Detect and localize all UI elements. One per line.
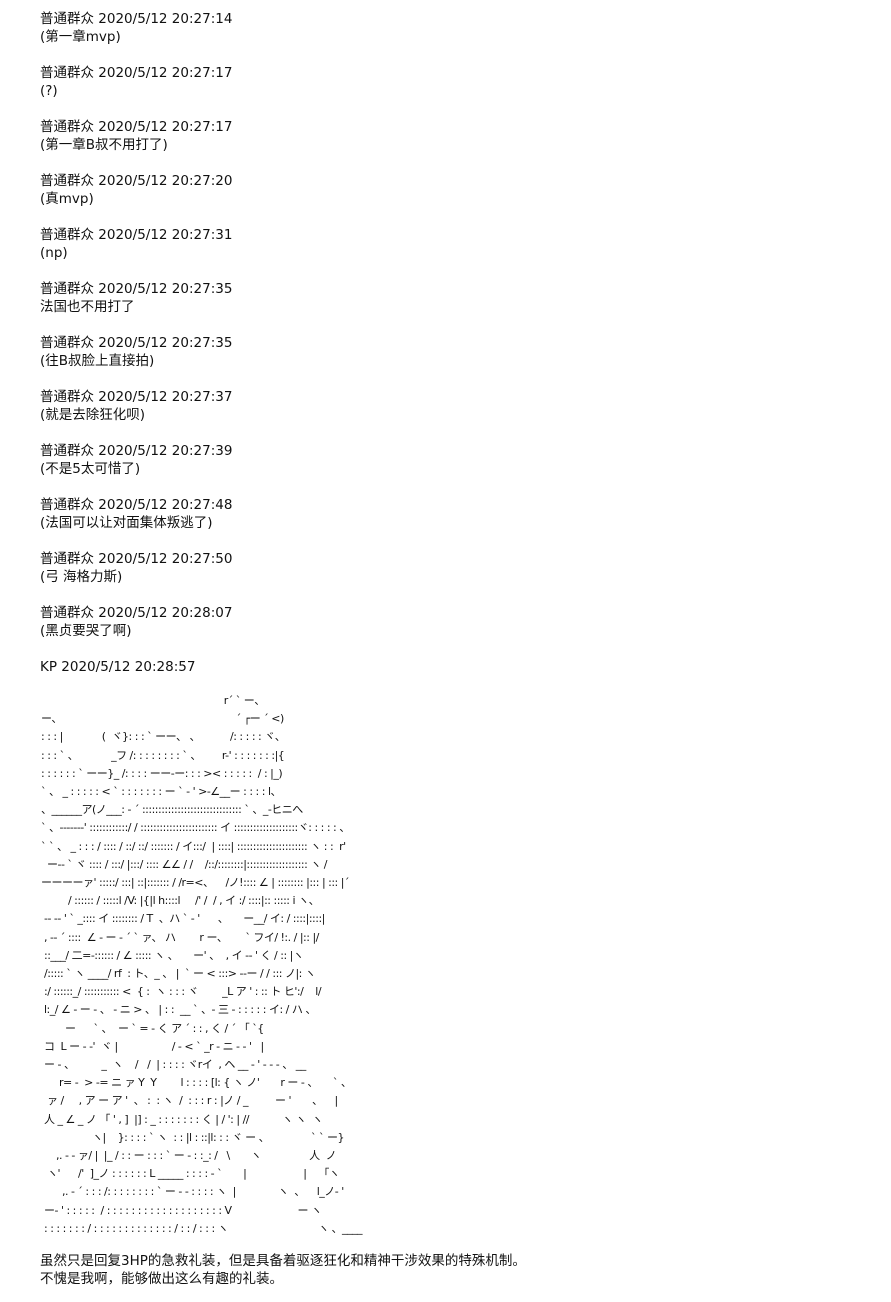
kp-message-header: KP 2020/5/12 20:28:57 bbox=[40, 659, 196, 675]
message-text: (第一章B叔不用打了) bbox=[40, 137, 168, 153]
message-header: 普通群众 2020/5/12 20:27:17 bbox=[40, 65, 233, 81]
chat-message: 普通群众 2020/5/12 20:27:14 (第一章mvp) bbox=[40, 10, 860, 64]
message-header: 普通群众 2020/5/12 20:27:17 bbox=[40, 119, 233, 135]
message-header: 普通群众 2020/5/12 20:28:07 bbox=[40, 605, 233, 621]
ascii-art-illustration: r´ ` ー、 ー、 ´ ┌ー ´ <) : : : | ( ヾ}: : : `… bbox=[40, 694, 363, 1235]
message-header: 普通群众 2020/5/12 20:27:20 bbox=[40, 173, 233, 189]
message-header: 普通群众 2020/5/12 20:27:48 bbox=[40, 497, 233, 513]
message-text: (真mvp) bbox=[40, 191, 94, 207]
chat-message: 普通群众 2020/5/12 20:27:20 (真mvp) bbox=[40, 172, 860, 226]
message-header: 普通群众 2020/5/12 20:27:14 bbox=[40, 11, 233, 27]
narration-line: 虽然只是回复3HP的急救礼装，但是具备着驱逐狂化和精神干涉效果的特殊机制。 bbox=[40, 1253, 526, 1269]
message-text: (法国可以让对面集体叛逃了) bbox=[40, 515, 213, 531]
message-text: (弓 海格力斯) bbox=[40, 569, 123, 585]
message-header: 普通群众 2020/5/12 20:27:35 bbox=[40, 335, 233, 351]
message-text: (?) bbox=[40, 83, 58, 99]
message-text: (不是5太可惜了) bbox=[40, 461, 141, 477]
message-text: (黑贞要哭了啊) bbox=[40, 623, 132, 639]
message-text: (第一章mvp) bbox=[40, 29, 121, 45]
narration: 虽然只是回复3HP的急救礼装，但是具备着驱逐狂化和精神干涉效果的特殊机制。 不愧… bbox=[40, 1252, 860, 1288]
chat-message: 普通群众 2020/5/12 20:28:07 (黑贞要哭了啊) bbox=[40, 604, 860, 658]
chat-message: 普通群众 2020/5/12 20:27:50 (弓 海格力斯) bbox=[40, 550, 860, 604]
chat-log: 普通群众 2020/5/12 20:27:14 (第一章mvp) 普通群众 20… bbox=[40, 10, 860, 658]
chat-message: 普通群众 2020/5/12 20:27:35 (往B叔脸上直接拍) bbox=[40, 334, 860, 388]
chat-message: 普通群众 2020/5/12 20:27:31 (np) bbox=[40, 226, 860, 280]
message-header: 普通群众 2020/5/12 20:27:50 bbox=[40, 551, 233, 567]
message-header: 普通群众 2020/5/12 20:27:39 bbox=[40, 443, 233, 459]
chat-message: 普通群众 2020/5/12 20:27:39 (不是5太可惜了) bbox=[40, 442, 860, 496]
chat-message: 普通群众 2020/5/12 20:27:48 (法国可以让对面集体叛逃了) bbox=[40, 496, 860, 550]
message-text: 法国也不用打了 bbox=[40, 299, 135, 315]
message-text: (np) bbox=[40, 245, 68, 261]
message-header: 普通群众 2020/5/12 20:27:31 bbox=[40, 227, 233, 243]
message-header: 普通群众 2020/5/12 20:27:35 bbox=[40, 281, 233, 297]
chat-message: 普通群众 2020/5/12 20:27:17 (第一章B叔不用打了) bbox=[40, 118, 860, 172]
message-text: (就是去除狂化呗) bbox=[40, 407, 146, 423]
chat-message: 普通群众 2020/5/12 20:27:17 (?) bbox=[40, 64, 860, 118]
message-header: 普通群众 2020/5/12 20:27:37 bbox=[40, 389, 233, 405]
narration-line: 不愧是我啊，能够做出这么有趣的礼装。 bbox=[40, 1271, 283, 1287]
chat-message: 普通群众 2020/5/12 20:27:35 法国也不用打了 bbox=[40, 280, 860, 334]
chat-message: 普通群众 2020/5/12 20:27:37 (就是去除狂化呗) bbox=[40, 388, 860, 442]
message-text: (往B叔脸上直接拍) bbox=[40, 353, 155, 369]
